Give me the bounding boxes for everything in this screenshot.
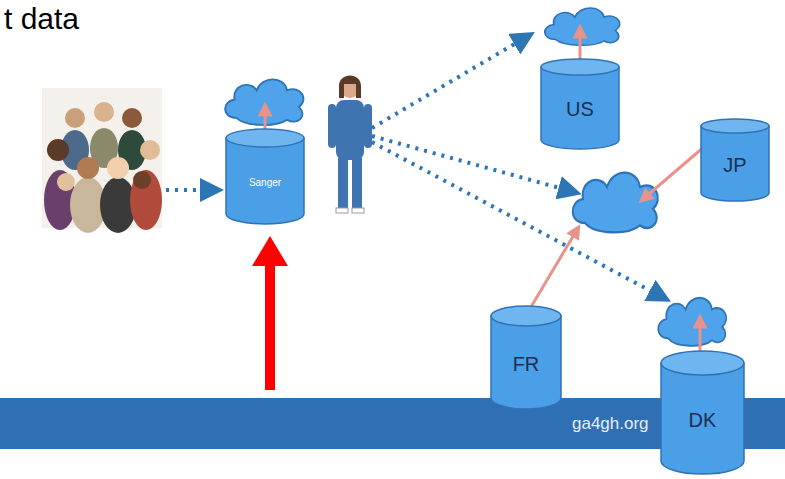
node-label: JP [723,154,746,177]
database-node: US [540,58,620,150]
database-node: JP [700,118,770,202]
database-node: Sanger [225,128,305,225]
doctor-figure [328,76,372,214]
database-node: FR [490,305,562,410]
node-label: DK [689,409,717,432]
red-arrow [252,236,288,390]
node-label: US [566,98,594,121]
node-label: Sanger [249,177,281,188]
cloud [573,173,658,233]
footer-text: ga4gh.org [572,414,649,434]
people-photo [42,88,162,233]
cloud [545,8,620,45]
node-label: FR [513,353,540,376]
slide-title: t data [4,2,79,36]
upload-arrow [265,28,712,356]
database-node: DK [660,350,745,475]
dotted-arrow [166,36,664,298]
cloud [658,298,726,346]
database-cylinder [225,128,305,225]
